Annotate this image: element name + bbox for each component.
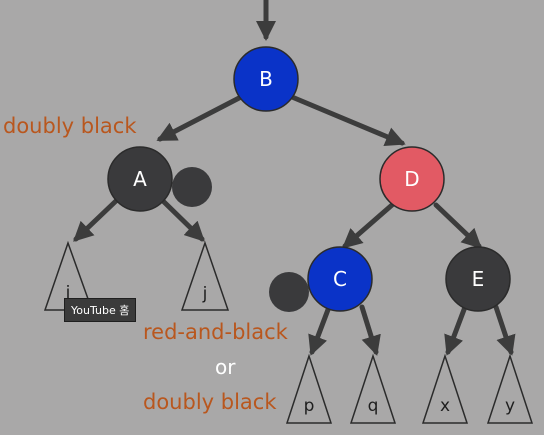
node-C-label: C	[333, 267, 347, 291]
node-E: E	[445, 246, 511, 312]
edge-B-A	[156, 94, 244, 142]
node-B-label: B	[259, 67, 273, 91]
edge-E-x	[444, 304, 468, 356]
subtree-q-label: q	[368, 396, 379, 416]
node-B: B	[233, 46, 299, 112]
subtree-q-triangle	[349, 353, 397, 424]
subtree-y-label: y	[505, 396, 515, 416]
subtree-i-label: i	[66, 283, 71, 303]
subtree-p-label: p	[304, 396, 315, 416]
doubly-black-label-bottom: doubly black	[143, 390, 277, 414]
subtree-x-label: x	[440, 396, 450, 416]
node-A-label: A	[133, 167, 147, 191]
subtree-x-triangle	[421, 353, 469, 424]
edge-B-D	[289, 94, 406, 147]
edge-C-q	[359, 304, 381, 356]
or-label: or	[215, 355, 236, 379]
subtree-j-label: j	[202, 284, 208, 304]
node-D-label: D	[404, 167, 419, 191]
edge-E-y	[493, 304, 516, 356]
edge-D-E	[433, 202, 482, 249]
edge-A-i	[73, 197, 120, 242]
node-D: D	[379, 146, 445, 212]
node-A: A	[107, 146, 173, 212]
node-E-label: E	[472, 267, 485, 291]
youtube-home-tooltip: YouTube 홈	[64, 298, 137, 322]
node-C: C	[307, 246, 373, 312]
subtree-p-triangle	[285, 353, 333, 424]
extra-black-token-A	[172, 167, 212, 207]
subtree-y-triangle	[486, 353, 534, 424]
doubly-black-label-top: doubly black	[3, 114, 137, 138]
edge-D-C	[341, 202, 395, 249]
extra-black-token-C	[269, 272, 309, 312]
red-and-black-label: red-and-black	[143, 320, 288, 344]
edge-A-j	[159, 197, 205, 242]
edge-C-p	[308, 304, 332, 356]
subtree-j-triangle	[180, 240, 230, 311]
